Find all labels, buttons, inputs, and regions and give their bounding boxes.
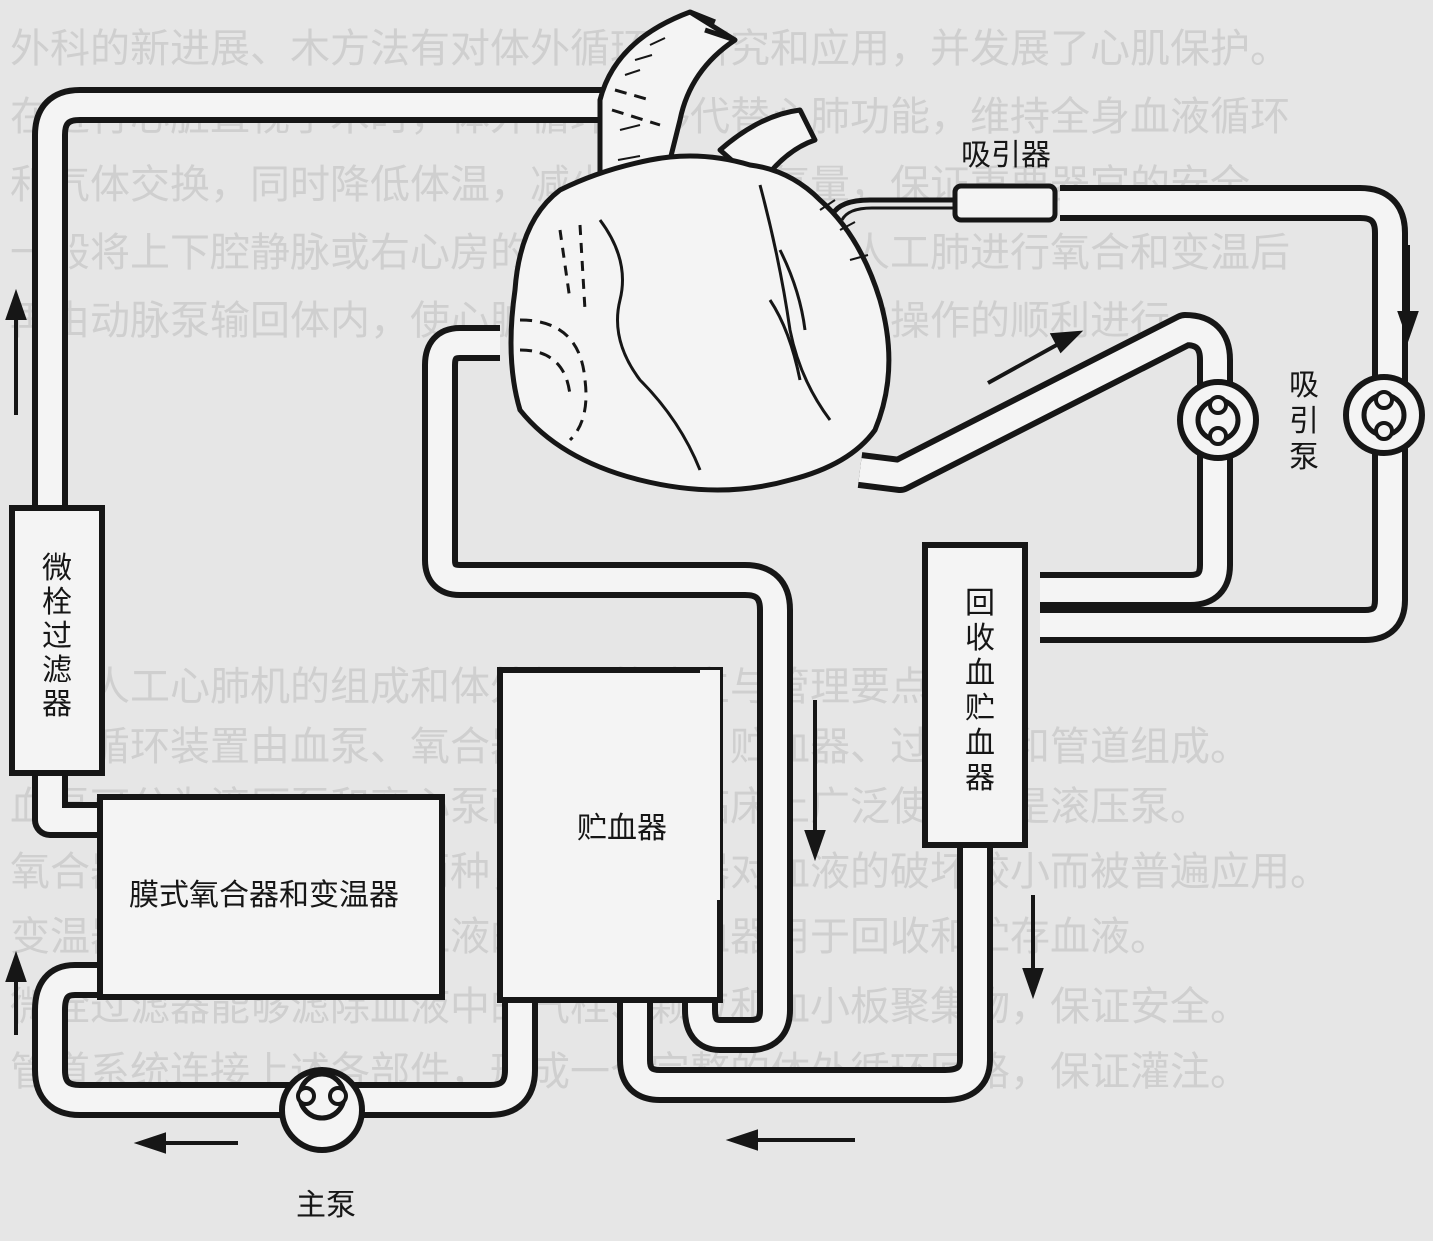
heart-illustration <box>508 9 892 493</box>
recovery-reservoir-label: 回 收 血 贮 血 器 <box>965 586 995 796</box>
oxygenator-label: 膜式氧合器和变温器 <box>129 878 399 913</box>
svg-text:血: 血 <box>965 726 995 761</box>
svg-text:微: 微 <box>42 551 72 586</box>
svg-text:过: 过 <box>42 619 72 654</box>
svg-text:器: 器 <box>42 687 72 722</box>
svg-text:滤: 滤 <box>42 653 72 688</box>
svg-text:泵: 泵 <box>1289 440 1319 475</box>
roller-pump-icon <box>1177 379 1259 461</box>
svg-text:吸: 吸 <box>1289 368 1319 403</box>
micro-filter-label: 微 栓 过 滤 器 <box>42 551 72 722</box>
suction-pump-label: 吸 引 泵 <box>1289 368 1319 475</box>
svg-text:回: 回 <box>965 586 995 621</box>
suction-device-label: 吸引器 <box>961 138 1051 173</box>
recovery-reservoir <box>922 542 1028 848</box>
svg-text:收: 收 <box>965 621 995 656</box>
svg-text:栓: 栓 <box>42 585 72 620</box>
main-pump-label: 主泵 <box>296 1188 356 1223</box>
svg-text:器: 器 <box>965 761 995 796</box>
oxygenator <box>97 794 445 1000</box>
roller-pump-icon <box>279 1067 365 1153</box>
svg-text:贮: 贮 <box>965 691 995 726</box>
micro-filter <box>9 505 105 776</box>
roller-pump-icon <box>1343 374 1425 456</box>
reservoir <box>497 667 723 1003</box>
svg-text:引: 引 <box>1289 404 1319 439</box>
svg-text:血: 血 <box>965 656 995 691</box>
flow-arrow <box>5 245 1419 1154</box>
reservoir-label: 贮血器 <box>577 811 667 846</box>
